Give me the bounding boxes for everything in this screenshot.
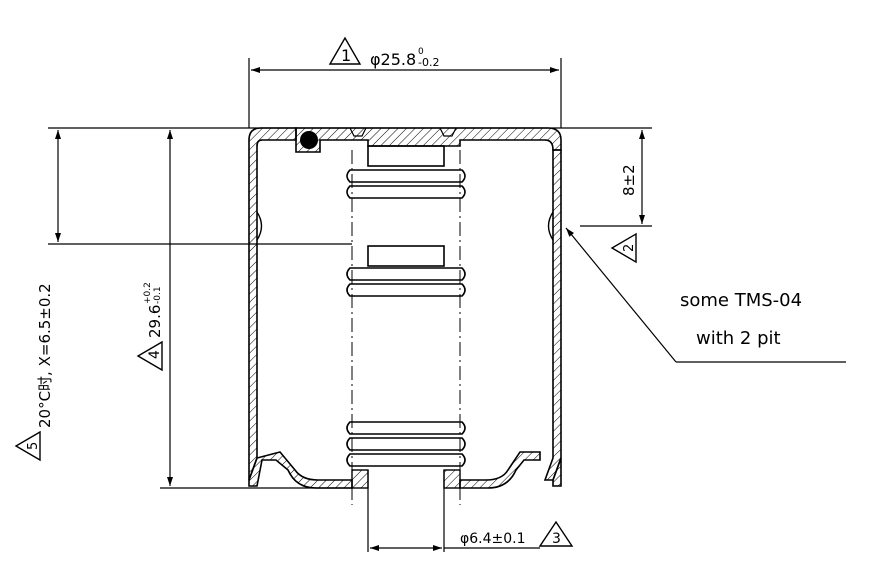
dim-outer-diameter: 1 φ25.8 0 -0.2 xyxy=(248,36,562,128)
height-tol-upper: +0.2 xyxy=(143,282,153,304)
o-ring xyxy=(300,131,318,149)
callout-line2: with 2 pit xyxy=(696,328,781,349)
callout: some TMS-04 with 2 pit xyxy=(565,227,846,363)
top-plate xyxy=(295,127,562,153)
spring-note-text: 20°C时, X=6.5±0.2 xyxy=(36,283,54,428)
marker-2-triangle xyxy=(610,232,637,264)
marker-1-label: 1 xyxy=(341,46,351,65)
left-wall xyxy=(248,127,297,481)
marker-3-triangle xyxy=(538,520,574,547)
right-wall xyxy=(543,149,562,481)
spring xyxy=(346,145,466,552)
pit-position-value: 8±2 xyxy=(620,164,638,196)
dim-height: 4 29.6 +0.2 -0.1 xyxy=(48,127,652,489)
callout-line1: some TMS-04 xyxy=(680,290,802,311)
height-value: 29.6 xyxy=(146,305,164,338)
cap-body xyxy=(248,127,562,489)
marker-3-label: 3 xyxy=(552,531,561,547)
outer-diameter-value: φ25.8 xyxy=(370,50,416,69)
marker-1-triangle xyxy=(328,36,362,65)
pit-left xyxy=(256,211,263,241)
marker-5-label: 5 xyxy=(26,442,41,450)
outer-diameter-tol-lower: -0.2 xyxy=(418,56,439,69)
bottom-flange-left xyxy=(248,451,353,489)
dim-spring-x: 20°C时, X=6.5±0.2 5 xyxy=(14,130,352,462)
dim-inner-diameter: φ6.4±0.1 3 xyxy=(370,520,574,551)
marker-4-label: 4 xyxy=(147,350,163,359)
marker-4-triangle xyxy=(136,340,163,372)
sleeve-left xyxy=(351,469,369,489)
bottom-flange-right xyxy=(459,451,562,489)
inner-diameter-value: φ6.4±0.1 xyxy=(460,531,526,547)
dim-pit-position: 8±2 2 xyxy=(580,130,652,264)
sleeve-right xyxy=(443,469,461,489)
marker-2-label: 2 xyxy=(622,244,637,252)
height-tol-lower: -0.1 xyxy=(153,286,163,304)
marker-5-triangle xyxy=(14,430,41,462)
pit-right xyxy=(547,211,554,241)
outer-diameter-tol-upper: 0 xyxy=(418,47,424,57)
